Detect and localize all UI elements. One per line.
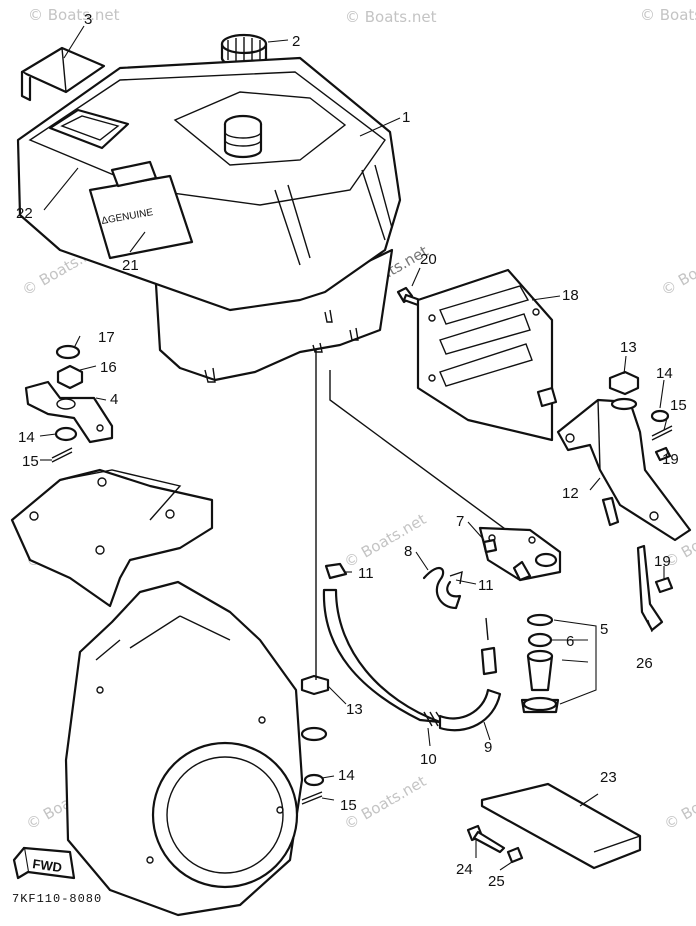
callout-15-right: 15 — [670, 397, 687, 414]
callout-26: 26 — [636, 655, 653, 672]
callout-15-center: 15 — [340, 797, 357, 814]
nut-part-25 — [506, 846, 524, 864]
washer-part-14-right — [650, 409, 670, 423]
clip-part-15-left — [51, 447, 73, 463]
filter-part-6 — [526, 649, 554, 692]
callout-11-left: 11 — [358, 565, 374, 582]
assembly-line — [329, 370, 521, 541]
filter-cup-part-5 — [520, 696, 560, 714]
washer-part-14-center — [303, 773, 325, 787]
rubber-mount-part-16 — [56, 364, 84, 390]
callout-21: 21 — [122, 257, 139, 274]
callout-9: 9 — [484, 739, 492, 756]
callout-4: 4 — [110, 391, 118, 408]
bolt-part-20 — [396, 286, 422, 307]
callout-18: 18 — [562, 287, 579, 304]
clip-part-11-left — [324, 562, 348, 580]
strap-part-26 — [636, 544, 664, 632]
rubber-grommet-part-13-center — [300, 674, 330, 742]
watermark: © Boats.net — [28, 6, 120, 24]
clip-part-15-right — [651, 425, 673, 441]
callout-14-center: 14 — [338, 767, 355, 784]
watermark: © Boats.net — [640, 6, 696, 24]
callout-14-left: 14 — [18, 429, 35, 446]
fuel-tank-part-1: ΔGENUINE — [16, 56, 402, 383]
callout-10: 10 — [420, 751, 437, 768]
washer-part-17 — [55, 344, 81, 360]
o-ring-part-6 — [527, 632, 553, 648]
fuel-hose-part-9 — [438, 617, 502, 732]
cover-plate-part-3 — [20, 46, 106, 102]
callout-19-lower: 19 — [654, 553, 671, 570]
watermark: © Boats.net — [345, 8, 437, 26]
bracket-part-4 — [24, 380, 114, 444]
bolt-part-24 — [466, 824, 506, 854]
callout-15-left: 15 — [22, 453, 39, 470]
callout-24: 24 — [456, 861, 473, 878]
callout-6: 6 — [566, 633, 574, 650]
panel-part-23 — [480, 782, 642, 870]
rubber-mount-part-13-right — [608, 370, 640, 411]
callout-7: 7 — [456, 513, 464, 530]
callout-5: 5 — [600, 621, 608, 638]
screw-part-7 — [482, 538, 498, 554]
engine-inner-cover — [10, 468, 214, 608]
callout-22: 22 — [16, 205, 33, 222]
clip-part-11-right — [449, 570, 463, 585]
callout-13-right: 13 — [620, 339, 637, 356]
callout-19-upper: 19 — [662, 451, 679, 468]
diagram-code: 7KF110-8080 — [12, 892, 102, 906]
leader-lines — [39, 25, 669, 871]
callout-14-right: 14 — [656, 365, 673, 382]
callout-11-right: 11 — [478, 577, 494, 594]
callout-2: 2 — [292, 33, 300, 50]
callout-8: 8 — [404, 543, 412, 560]
fuel-hose-part-10 — [322, 588, 445, 727]
forward-arrow-label: FWD — [32, 856, 63, 875]
callout-23: 23 — [600, 769, 617, 786]
callout-labels: 3 2 1 22 21 20 18 13 14 15 19 12 19 26 1… — [16, 11, 687, 890]
heat-shield-part-18 — [416, 268, 558, 442]
callout-1: 1 — [402, 109, 410, 126]
callout-25: 25 — [488, 873, 505, 890]
washer-part-5 — [526, 613, 554, 627]
washer-part-14-left — [54, 426, 78, 442]
callout-17: 17 — [98, 329, 115, 346]
watermark: © Boats.net — [661, 772, 696, 833]
screw-part-19-lower — [654, 576, 674, 594]
watermark: © Boats.net — [341, 510, 429, 571]
callout-12: 12 — [562, 485, 579, 502]
watermark: © Boats.net — [658, 238, 696, 299]
fan-housing — [64, 580, 304, 917]
bracket-part-12 — [556, 398, 692, 542]
hose-part-8 — [422, 566, 462, 610]
forward-arrow: FWD — [12, 846, 76, 880]
clip-part-15-center — [301, 791, 323, 805]
callout-3: 3 — [84, 11, 92, 28]
callout-16: 16 — [100, 359, 117, 376]
callout-13-center: 13 — [346, 701, 363, 718]
callout-20: 20 — [420, 251, 437, 268]
fuel-cock-part-7 — [478, 526, 562, 582]
